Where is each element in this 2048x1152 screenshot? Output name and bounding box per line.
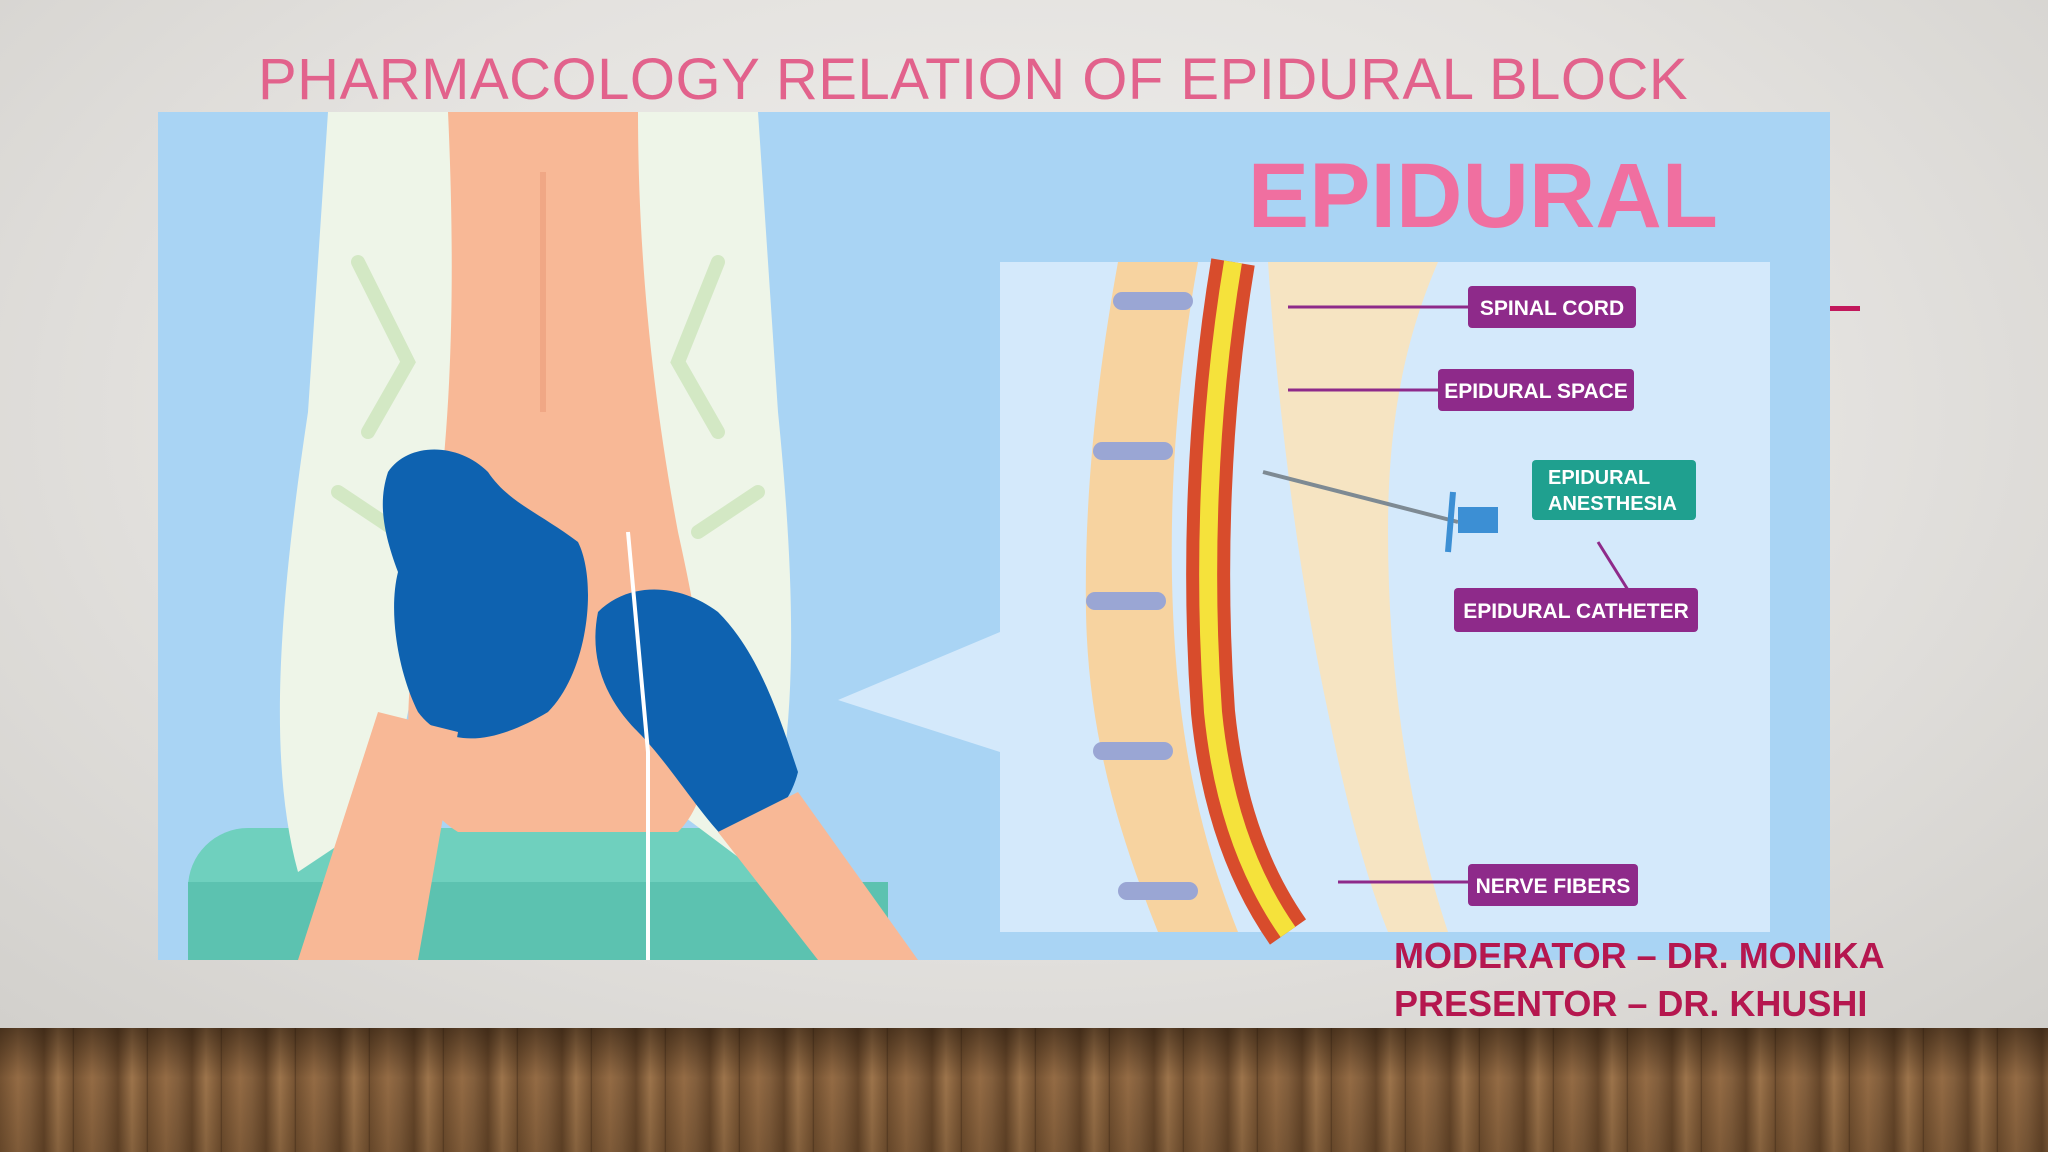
vertebrae [1085, 262, 1238, 932]
label-nerve-fibers: NERVE FIBERS [1476, 875, 1631, 898]
label-nerve-fibers-box [1468, 864, 1638, 906]
needle [1262, 470, 1459, 524]
label-epidural-anesthesia-line2: ANESTHESIA [1548, 493, 1677, 515]
epidural-illustration: EPIDURAL SPINAL CORD EPIDURAL SPACE EPID… [158, 112, 1830, 960]
arm-left [298, 712, 458, 960]
label-epidural-space-box [1438, 369, 1634, 411]
label-epidural-space: EPIDURAL SPACE [1444, 380, 1628, 403]
sheet-folds [331, 255, 765, 539]
label-epidural-catheter-box [1454, 588, 1698, 632]
leader-lines [1288, 305, 1630, 884]
moderator-line: MODERATOR – DR. MONIKA [1394, 935, 1885, 976]
callout-pointer [838, 632, 1000, 752]
arm-right [718, 792, 918, 960]
label-epidural-anesthesia-line1: EPIDURAL [1548, 467, 1650, 489]
syringe-flange [1445, 491, 1456, 553]
syringe-hub [1458, 507, 1498, 533]
wooden-floor [0, 1028, 2048, 1152]
credits-block: MODERATOR – DR. MONIKA PRESENTOR – DR. K… [1394, 932, 1885, 1028]
slide-title: PHARMACOLOGY RELATION OF EPIDURAL BLOCK [258, 47, 1689, 112]
gloved-hand-left [382, 449, 588, 739]
sheet-left [279, 112, 468, 872]
decorative-dash [1830, 306, 1860, 311]
epidural-heading: EPIDURAL [1248, 145, 1718, 247]
label-spinal-cord: SPINAL CORD [1480, 297, 1624, 320]
catheter-line [626, 531, 650, 960]
spinal-cord-inner [1199, 260, 1296, 938]
label-epidural-catheter: EPIDURAL CATHETER [1463, 600, 1689, 623]
posterior-processes [1268, 262, 1448, 932]
gloved-hand-right [595, 589, 798, 842]
presentor-line: PRESENTOR – DR. KHUSHI [1394, 983, 1868, 1024]
label-epidural-anesthesia-box [1532, 460, 1696, 520]
label-spinal-cord-box [1468, 286, 1636, 328]
